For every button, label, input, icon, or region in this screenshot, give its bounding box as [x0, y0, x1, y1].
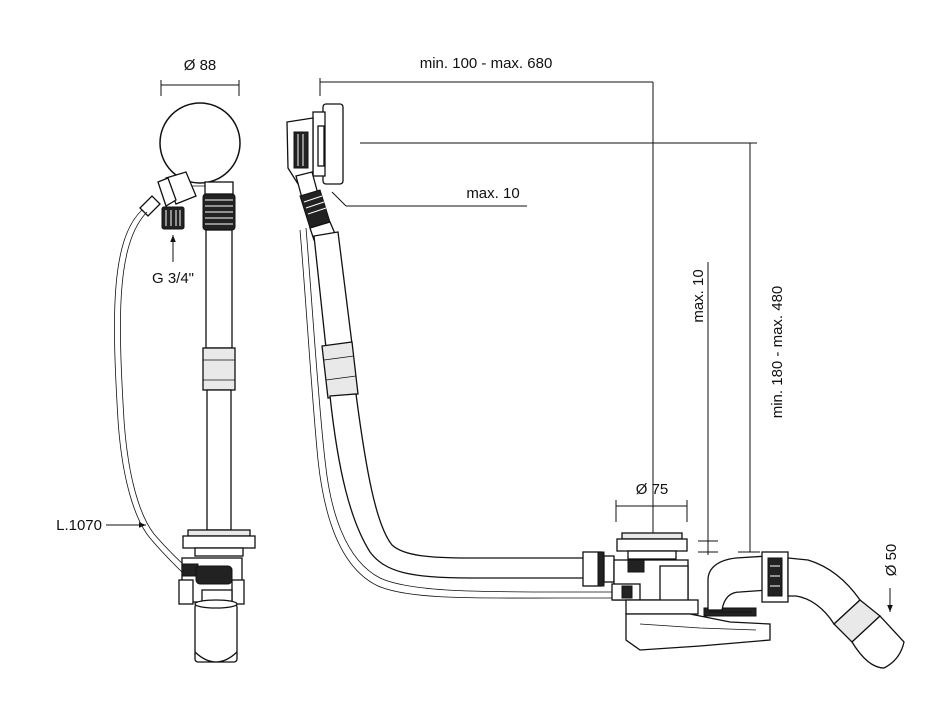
drain-diameter-label: Ø 75 [636, 481, 669, 498]
dim-overflow-offset: max. 10 [331, 185, 527, 207]
outlet-elbow [707, 551, 905, 669]
drain-flange-front [182, 529, 256, 557]
vertical-range-label: min. 180 - max. 480 [769, 286, 786, 419]
outlet-diameter-label: Ø 50 [883, 544, 900, 577]
dim-thread: G 3/4" [152, 235, 194, 287]
standpipe [202, 229, 236, 531]
horizontal-range-label: min. 100 - max. 680 [420, 55, 553, 72]
thread-connector [139, 171, 197, 230]
cable-length-label: L.1070 [56, 517, 102, 534]
overflow-disc [159, 102, 241, 184]
side-drain-pipe [329, 393, 586, 579]
dim-drain-diameter: Ø 75 [615, 481, 688, 522]
dim-horizontal-range: min. 100 - max. 680 [319, 55, 654, 540]
trap-front [178, 557, 245, 663]
side-upper-pipe [313, 231, 353, 349]
dim-drain-offset: max. 10 [690, 262, 718, 555]
trap-side [611, 559, 771, 651]
dim-outlet-diameter: Ø 50 [883, 544, 900, 612]
side-view: min. 100 - max. 680 min. 180 - max. 480 … [286, 55, 905, 669]
bowden-cable [114, 209, 187, 577]
drain-union [582, 551, 615, 587]
corrugated-connector [202, 181, 236, 231]
front-view: Ø 88 G 3/4" [56, 57, 256, 663]
drain-flange-side [616, 532, 688, 560]
overflow-diameter-label: Ø 88 [184, 57, 217, 74]
dim-vertical-range: min. 180 - max. 480 [360, 142, 786, 553]
overflow-offset-label: max. 10 [466, 185, 519, 202]
dim-overflow-diameter: Ø 88 [160, 57, 240, 96]
side-cable [305, 227, 612, 593]
overflow-head-side [286, 103, 344, 185]
drain-offset-label: max. 10 [690, 269, 707, 322]
thread-label: G 3/4" [152, 270, 194, 287]
dim-cable-length: L.1070 [56, 517, 146, 534]
